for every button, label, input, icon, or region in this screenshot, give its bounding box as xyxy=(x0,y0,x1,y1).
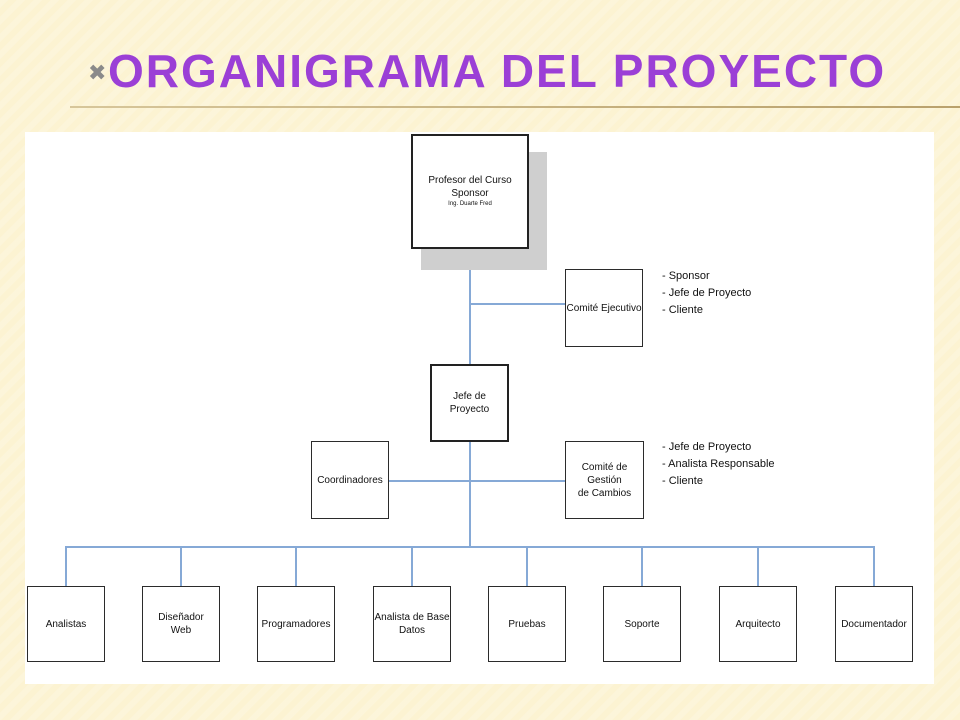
team-box-documentador: Documentador xyxy=(835,586,913,662)
team-line1: Programadores xyxy=(261,618,331,630)
connector-drop xyxy=(526,546,528,586)
comite-ejecutivo-box: Comité Ejecutivo xyxy=(565,269,643,347)
member-item: - Jefe de Proyecto xyxy=(662,441,752,453)
member-item: - Sponsor xyxy=(662,270,710,282)
team-line1: Analista de Base xyxy=(374,612,450,623)
team-box-pruebas: Pruebas xyxy=(488,586,566,662)
team-line1: Pruebas xyxy=(508,618,546,630)
comite-cambios-members: - Jefe de Proyecto - Analista Responsabl… xyxy=(662,439,775,490)
sponsor-line2: Sponsor xyxy=(451,188,489,199)
comite-ejecutivo-members: - Sponsor - Jefe de Proyecto - Cliente xyxy=(662,268,751,319)
jefe-de-proyecto-label: Jefe de Proyecto xyxy=(449,391,490,415)
connector-drop xyxy=(757,546,759,586)
team-line2: Datos xyxy=(398,625,426,636)
team-line1: Diseñador xyxy=(158,612,204,623)
team-box-disenador-web: Diseñador Web xyxy=(142,586,220,662)
connector-coordinadores-comite-cambios xyxy=(389,480,565,482)
sponsor-line1: Profesor del Curso xyxy=(428,175,512,186)
team-box-analistas: Analistas xyxy=(27,586,105,662)
member-item: - Analista Responsable xyxy=(662,458,775,470)
title-divider xyxy=(70,106,960,108)
connector-drop xyxy=(180,546,182,586)
coordinadores-box: Coordinadores xyxy=(311,441,389,519)
sponsor-box: Profesor del Curso Sponsor Ing. Duarte F… xyxy=(411,134,529,249)
slide-title: ORGANIGRAMA DEL PROYECTO xyxy=(108,45,887,97)
team-line1: Analistas xyxy=(45,618,87,630)
org-chart-panel: Profesor del Curso Sponsor Ing. Duarte F… xyxy=(25,132,934,684)
team-line1: Soporte xyxy=(624,618,660,630)
connector-drop xyxy=(295,546,297,586)
comite-cambios-line1: Comité de Gestión xyxy=(581,461,628,486)
member-item: - Jefe de Proyecto xyxy=(662,287,752,299)
connector-drop xyxy=(641,546,643,586)
connector-drop xyxy=(65,546,67,586)
team-line1: Documentador xyxy=(841,618,907,630)
jefe-de-proyecto-box: Jefe de Proyecto xyxy=(430,364,509,442)
team-box-soporte: Soporte xyxy=(603,586,681,662)
sponsor-line3: Ing. Duarte Fred xyxy=(448,201,492,207)
team-box-programadores: Programadores xyxy=(257,586,335,662)
title-bullet-icon: ✖ xyxy=(88,60,107,85)
connector-sponsor-to-jefe xyxy=(469,248,471,366)
connector-drop xyxy=(873,546,875,586)
comite-cambios-box: Comité de Gestión de Cambios xyxy=(565,441,644,519)
team-line1: Arquitecto xyxy=(735,618,781,630)
connector-jefe-to-teams xyxy=(469,441,471,546)
connector-drop xyxy=(411,546,413,586)
connector-team-bus xyxy=(65,546,875,548)
team-line2: Web xyxy=(170,625,192,636)
comite-cambios-line2: de Cambios xyxy=(577,487,632,499)
comite-ejecutivo-label: Comité Ejecutivo xyxy=(566,302,642,314)
team-box-analista-base-datos: Analista de Base Datos xyxy=(373,586,451,662)
team-box-arquitecto: Arquitecto xyxy=(719,586,797,662)
connector-comite-ejecutivo xyxy=(469,303,565,305)
member-item: - Cliente xyxy=(662,304,703,316)
coordinadores-label: Coordinadores xyxy=(317,474,383,486)
member-item: - Cliente xyxy=(662,475,703,487)
